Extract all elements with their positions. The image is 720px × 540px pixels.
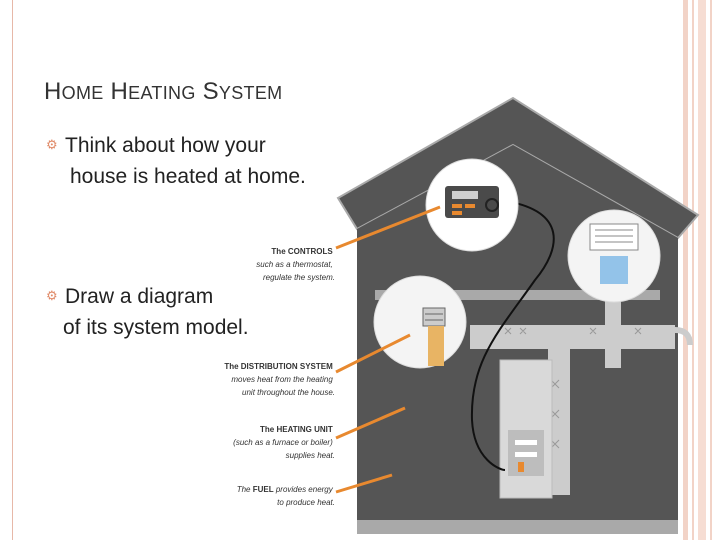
slide-frame-stripe <box>692 0 694 540</box>
register-closeup <box>373 275 467 369</box>
title-word: EATING <box>128 83 196 103</box>
gear-icon: ⚙ <box>46 288 58 303</box>
title-word: OME <box>61 83 104 103</box>
title-word: YSTEM <box>218 83 283 103</box>
control-wire <box>470 199 555 471</box>
thermostat-closeup <box>425 158 519 252</box>
bullet-line: of its system model. <box>63 316 249 339</box>
slide-frame-left <box>12 0 13 540</box>
title-cap: S <box>202 78 219 105</box>
slide-title: HOME HEATING SYSTEM <box>44 78 282 106</box>
bullet-line: house is heated at home. <box>70 165 306 188</box>
gear-icon: ⚙ <box>46 137 58 152</box>
callout-distribution: The DISTRIBUTION SYSTEM moves heat from … <box>224 362 335 397</box>
bullet-line: Draw a diagram <box>65 285 214 308</box>
bullet-think: ⚙ Think about how your house is heated a… <box>46 130 306 192</box>
callout-controls: The CONTROLS such as a thermostat, regul… <box>256 247 335 282</box>
callout-fuel: The FUEL provides energy to produce heat… <box>237 485 335 507</box>
distribution-ducts <box>470 300 693 495</box>
heating-unit <box>499 359 553 499</box>
title-cap: H <box>110 78 129 105</box>
bullet-draw: ⚙ Draw a diagram of its system model. <box>46 281 249 343</box>
leader-lines <box>335 205 441 494</box>
slide-frame-stripe <box>698 0 706 540</box>
slide-frame-stripe <box>683 0 688 540</box>
slide-frame-stripe <box>710 0 712 540</box>
title-cap: H <box>44 78 62 105</box>
vent-closeup <box>567 209 661 303</box>
bullet-line: Think about how your <box>65 134 266 157</box>
callout-heating-unit: The HEATING UNIT (such as a furnace or b… <box>233 425 335 460</box>
